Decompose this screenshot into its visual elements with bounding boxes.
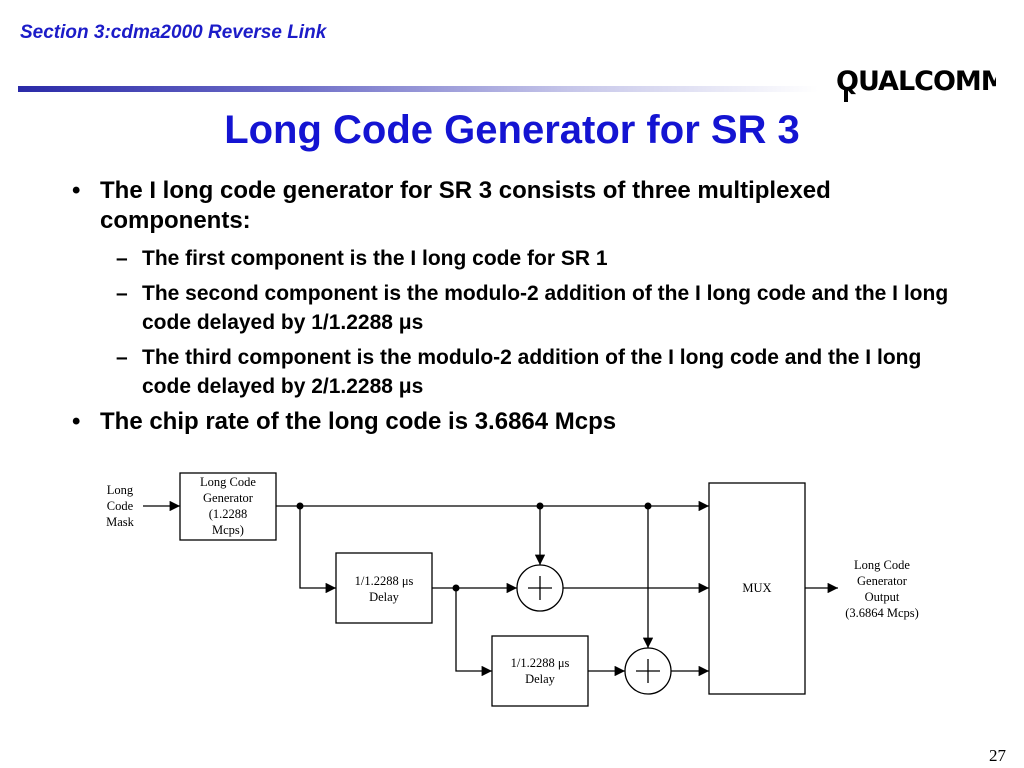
sub-bullet-item: – The second component is the modulo-2 a… [72,279,952,337]
adder1-symbol [516,564,564,612]
delay2-label-line: 1/1.2288 μs [511,656,570,670]
input-label-line: Long [107,483,134,497]
bullet-item: • The chip rate of the long code is 3.68… [72,407,952,437]
junction-dot [644,502,652,510]
output-label-line: Long Code [854,558,910,572]
slide-title: Long Code Generator for SR 3 [224,108,800,152]
bullet-item: • The I long code generator for SR 3 con… [72,176,952,236]
bullet-text: The chip rate of the long code is 3.6864… [100,408,617,435]
sub-bullet-item: – The first component is the I long code… [72,244,952,273]
delay1-label-line: Delay [369,590,400,604]
line-to-delay2 [455,588,492,677]
dash-marker: – [116,282,128,305]
sub-bullet-text: The second component is the modulo-2 add… [142,282,949,334]
mux-label: MUX [742,581,771,595]
generator-box [179,472,277,541]
svg-text:QUALCOMM: QUALCOMM [836,66,996,97]
generator-label-line: Generator [203,491,254,505]
bullet-list: • The I long code generator for SR 3 con… [72,176,952,445]
header-rule [18,86,818,92]
block-diagram: Long Code Mask Long Code Generator (1.22… [106,472,919,707]
bullet-text: The I long code generator for SR 3 consi… [100,177,831,234]
input-label-line: Code [107,499,134,513]
junction-dot [296,502,304,510]
page-number: 27 [989,746,1006,765]
output-label-line: Generator [857,574,908,588]
dash-marker: – [116,247,128,270]
delay1-label-line: 1/1.2288 μs [355,574,414,588]
adder2-symbol [624,647,672,695]
input-label-line: Mask [106,515,135,529]
output-label-line: (3.6864 Mcps) [845,606,919,620]
generator-label-line: Mcps) [212,523,244,537]
bullet-marker: • [72,177,81,204]
sub-bullet-item: – The third component is the modulo-2 ad… [72,343,952,401]
delay1-box [335,552,433,624]
generator-label-line: (1.2288 [209,507,248,521]
junction-dot [452,584,460,592]
bullet-marker: • [72,408,81,435]
mux-box [708,482,806,695]
junction-dot [536,502,544,510]
section-title: Section 3:cdma2000 Reverse Link [20,22,327,43]
qualcomm-logo: QUALCOMM [836,66,996,102]
delay2-box [491,635,589,707]
dash-marker: – [116,346,128,369]
sub-bullet-text: The first component is the I long code f… [142,247,608,270]
delay2-label-line: Delay [525,672,556,686]
sub-bullet-text: The third component is the modulo-2 addi… [142,346,922,398]
line-to-delay1 [299,506,336,594]
output-label-line: Output [865,590,900,604]
generator-label-line: Long Code [200,475,256,489]
